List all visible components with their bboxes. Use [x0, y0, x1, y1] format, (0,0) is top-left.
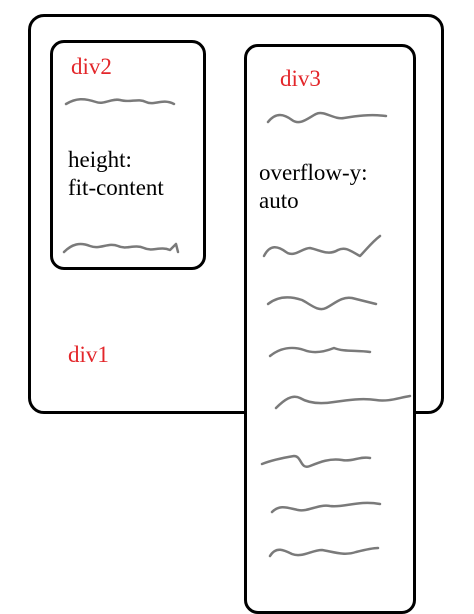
div3-note: overflow-y: auto	[259, 159, 368, 215]
div3-note-line-2: auto	[259, 188, 299, 213]
div3-note-line-1: overflow-y:	[259, 160, 368, 185]
div2-label: div2	[71, 54, 112, 79]
div3-box	[244, 44, 416, 614]
div2-note-line-1: height:	[68, 147, 132, 172]
div1-label: div1	[68, 342, 109, 367]
div2-note-line-2: fit-content	[68, 175, 164, 200]
div3-label: div3	[280, 66, 321, 91]
div2-box	[50, 40, 206, 270]
div2-note: height: fit-content	[68, 146, 164, 202]
